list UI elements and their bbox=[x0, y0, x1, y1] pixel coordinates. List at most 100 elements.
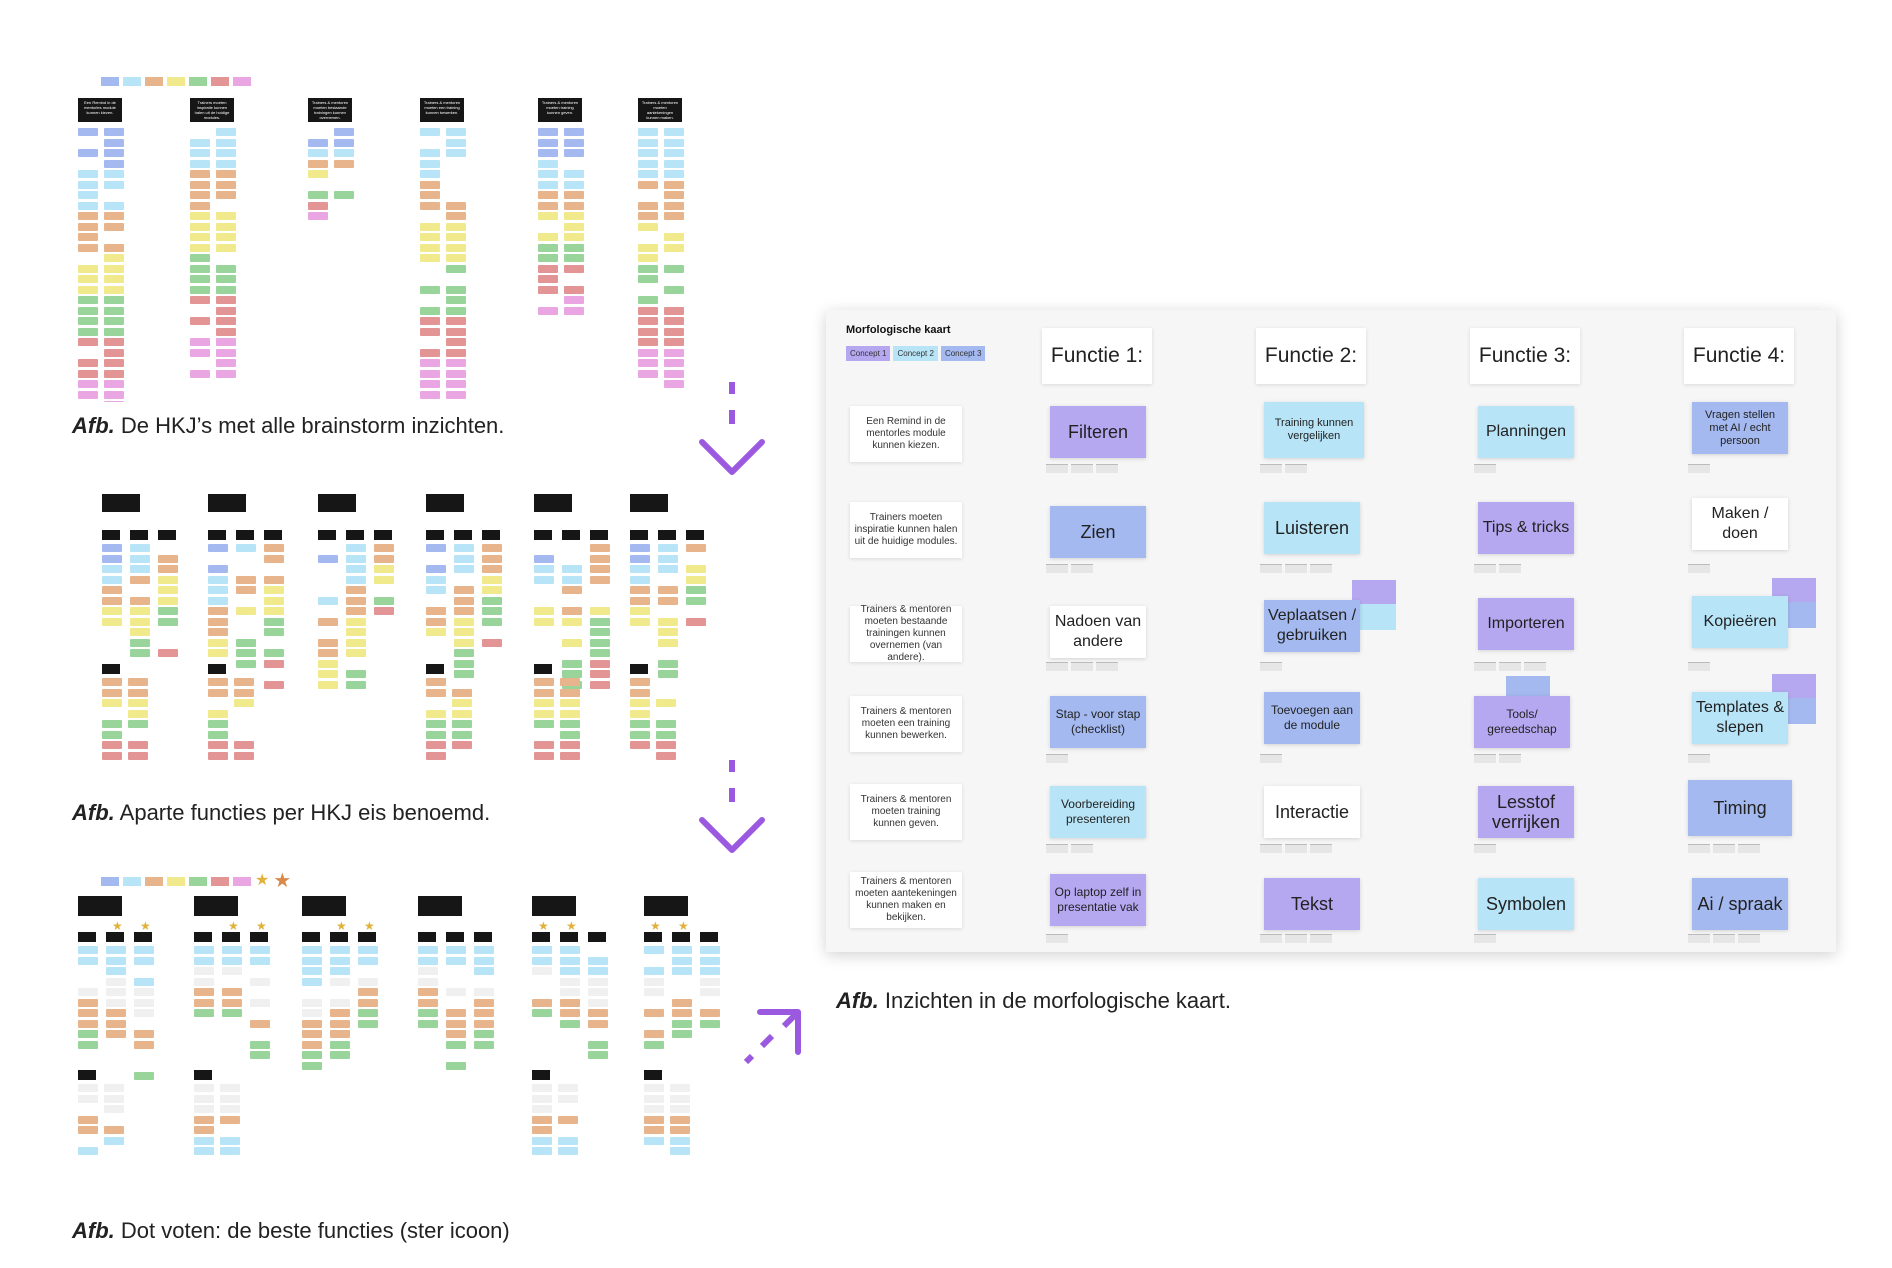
sticky-note bbox=[590, 628, 610, 636]
sticky-note bbox=[534, 709, 554, 718]
sticky-note bbox=[264, 659, 284, 668]
sticky-note bbox=[190, 243, 210, 252]
sticky-note bbox=[420, 327, 440, 336]
cell-timing: Timing bbox=[1688, 780, 1792, 836]
sticky-note bbox=[346, 670, 366, 678]
sticky-note bbox=[130, 544, 150, 552]
sticky-note bbox=[104, 338, 124, 346]
cell-symbolen: Symbolen bbox=[1478, 878, 1574, 930]
sticky-note bbox=[558, 1136, 578, 1145]
sticky-note bbox=[222, 946, 242, 954]
sticky-note bbox=[78, 1030, 98, 1038]
sticky-note bbox=[102, 741, 122, 749]
sticky-note bbox=[250, 977, 270, 986]
sticky-note bbox=[426, 565, 446, 573]
sticky-note bbox=[564, 201, 584, 210]
sticky-note bbox=[644, 946, 664, 954]
sticky-note bbox=[104, 128, 124, 136]
sticky-note bbox=[446, 306, 466, 315]
sticky-note bbox=[670, 1094, 690, 1103]
sticky-note bbox=[308, 191, 328, 199]
sticky-note bbox=[454, 617, 474, 626]
sticky-note bbox=[446, 254, 466, 262]
comment-stub bbox=[1474, 564, 1521, 573]
sticky-note bbox=[374, 565, 394, 573]
sticky-note bbox=[104, 306, 124, 315]
sticky-note bbox=[216, 170, 236, 178]
sticky-note bbox=[700, 977, 720, 986]
sticky-note bbox=[158, 596, 178, 605]
sticky-note bbox=[658, 638, 678, 647]
sticky-note bbox=[264, 628, 284, 636]
hkj-header bbox=[426, 664, 444, 674]
sticky-note bbox=[190, 180, 210, 189]
sticky-note bbox=[250, 946, 270, 954]
row-card-1: Een Remind in de mentorles module kunnen… bbox=[850, 406, 962, 462]
sticky-note bbox=[128, 699, 148, 707]
sticky-note bbox=[104, 1084, 124, 1092]
caption-1: Afb. De HKJ’s met alle brainstorm inzich… bbox=[72, 413, 505, 438]
sticky-note bbox=[346, 607, 366, 615]
sticky-note bbox=[78, 306, 98, 315]
sticky-note bbox=[638, 275, 658, 283]
star-icon: ★ bbox=[228, 919, 239, 933]
sticky-note bbox=[562, 659, 582, 668]
sticky-note bbox=[482, 554, 502, 563]
board-legend bbox=[77, 77, 251, 86]
sticky-note bbox=[104, 369, 124, 378]
sticky-note bbox=[700, 956, 720, 965]
sticky-note bbox=[454, 670, 474, 678]
hkj-header bbox=[318, 530, 336, 540]
sticky-note bbox=[216, 359, 236, 367]
sticky-note bbox=[102, 544, 122, 552]
sticky-note bbox=[446, 390, 466, 399]
sticky-note bbox=[418, 1019, 438, 1028]
sticky-note bbox=[158, 649, 178, 657]
functions-board bbox=[96, 474, 716, 774]
sticky-note bbox=[588, 1009, 608, 1017]
sticky-note bbox=[630, 741, 650, 749]
sticky-note bbox=[534, 607, 554, 615]
column-header-1: Functie 1: bbox=[1042, 328, 1152, 384]
hkj-header bbox=[302, 896, 346, 916]
cell-maken-doen: Maken / doen bbox=[1692, 498, 1788, 550]
sticky-note bbox=[426, 688, 446, 697]
sticky-note bbox=[658, 554, 678, 563]
sticky-note bbox=[630, 586, 650, 594]
sticky-note bbox=[534, 688, 554, 697]
sticky-note bbox=[564, 285, 584, 294]
sticky-note bbox=[564, 296, 584, 304]
sticky-note bbox=[346, 680, 366, 689]
comment-stub bbox=[1046, 844, 1093, 853]
sticky-note bbox=[700, 988, 720, 996]
sticky-note bbox=[102, 751, 122, 760]
sticky-note bbox=[560, 730, 580, 739]
sticky-note bbox=[590, 670, 610, 678]
sticky-note bbox=[558, 1084, 578, 1092]
sticky-note bbox=[664, 149, 684, 157]
sticky-note bbox=[420, 317, 440, 325]
sticky-note bbox=[104, 149, 124, 157]
sticky-note bbox=[330, 998, 350, 1007]
sticky-note bbox=[102, 586, 122, 594]
hkj-header bbox=[158, 530, 176, 540]
star-icon: ★ bbox=[273, 870, 292, 892]
sticky-note bbox=[208, 565, 228, 573]
sticky-note bbox=[630, 565, 650, 573]
sticky-note bbox=[216, 317, 236, 325]
sticky-note bbox=[426, 678, 446, 686]
sticky-note bbox=[128, 720, 148, 728]
sticky-note bbox=[664, 191, 684, 199]
sticky-note bbox=[446, 988, 466, 996]
cell-zien: Zien bbox=[1050, 506, 1146, 558]
sticky-note bbox=[532, 946, 552, 954]
sticky-note bbox=[656, 730, 676, 739]
sticky-note bbox=[670, 1126, 690, 1134]
sticky-note bbox=[420, 128, 440, 136]
comment-stub bbox=[1260, 754, 1282, 763]
cell-planningen: Planningen bbox=[1478, 406, 1574, 458]
sticky-note bbox=[302, 1009, 322, 1017]
sticky-note bbox=[658, 670, 678, 678]
sticky-note bbox=[102, 596, 122, 605]
sticky-note bbox=[630, 617, 650, 626]
